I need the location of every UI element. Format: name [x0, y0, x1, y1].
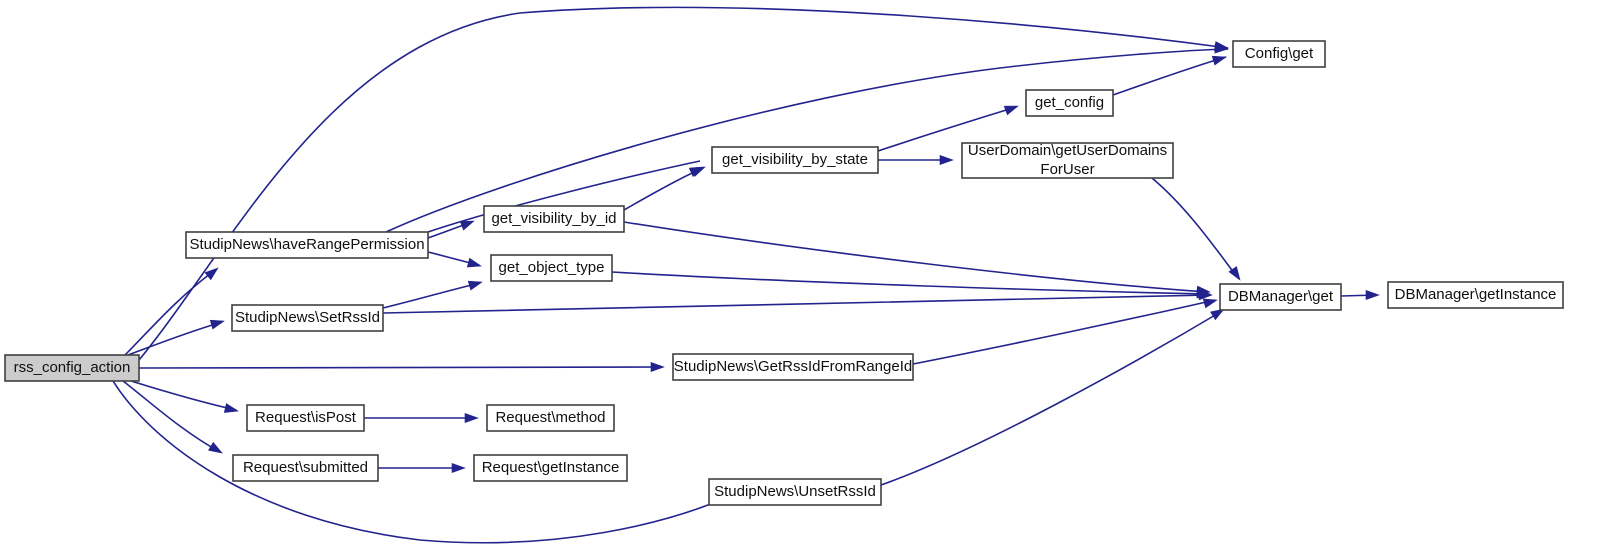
call-edge — [912, 299, 1216, 365]
graph-node-Config_get[interactable]: Config\get — [1232, 40, 1326, 68]
arrowhead-icon — [650, 361, 665, 373]
node-label: Request\method — [495, 409, 605, 426]
arrowhead-icon — [223, 403, 239, 413]
node-box[interactable] — [1387, 281, 1564, 309]
call-edge — [880, 310, 1223, 486]
arrowhead-icon — [1210, 308, 1225, 321]
call-edge — [1112, 56, 1227, 96]
node-layer: rss_config_action StudipNews\haveRangePer… — [4, 40, 1564, 506]
node-box[interactable] — [1232, 40, 1326, 68]
arrowhead-icon — [204, 267, 219, 281]
node-box[interactable] — [961, 142, 1174, 179]
call-edge — [130, 380, 237, 411]
call-edge — [1151, 177, 1239, 279]
call-edge — [877, 106, 1017, 152]
call-edge — [385, 48, 1229, 233]
arrowhead-icon — [467, 280, 483, 291]
node-label: get_visibility_by_id — [491, 210, 616, 227]
graph-node-SetRssId[interactable]: StudipNews\SetRssId — [231, 304, 384, 332]
call-edge — [382, 294, 1211, 314]
call-edge — [138, 366, 663, 369]
graph-node-haveRangePermission[interactable]: StudipNews\haveRangePermission — [185, 231, 429, 259]
node-label: StudipNews\GetRssIdFromRangeId — [674, 358, 912, 375]
node-label: Config\get — [1245, 45, 1314, 62]
node-label: get_config — [1035, 94, 1104, 111]
arrowhead-icon — [208, 441, 223, 454]
node-box[interactable] — [483, 205, 625, 233]
arrowhead-icon — [466, 257, 482, 268]
call-edge — [127, 321, 223, 356]
call-edge — [611, 271, 1209, 295]
call-edge — [382, 282, 481, 309]
graph-node-get_object_type[interactable]: get_object_type — [490, 254, 613, 282]
node-box[interactable] — [708, 478, 882, 506]
arrowhead-icon — [1196, 288, 1211, 299]
arrowhead-icon — [1202, 298, 1218, 309]
node-box[interactable] — [185, 231, 429, 259]
arrowhead-icon — [1228, 266, 1241, 281]
node-label: Request\submitted — [243, 459, 368, 476]
call-edge — [138, 6, 1229, 361]
call-edge — [623, 221, 1209, 293]
node-box[interactable] — [1219, 283, 1342, 311]
graph-node-getInstance_request[interactable]: Request\getInstance — [473, 454, 628, 482]
arrowhead-icon — [1365, 289, 1380, 301]
node-box[interactable] — [672, 353, 914, 381]
graph-node-submitted[interactable]: Request\submitted — [232, 454, 379, 482]
node-label: ForUser — [1040, 161, 1094, 178]
node-box[interactable] — [246, 404, 365, 432]
arrowhead-icon — [690, 166, 706, 177]
node-label: DBManager\getInstance — [1395, 286, 1557, 303]
graph-node-get_visibility_by_id[interactable]: get_visibility_by_id — [483, 205, 625, 233]
call-edge — [122, 380, 221, 453]
graph-node-get_config[interactable]: get_config — [1025, 89, 1114, 117]
node-box[interactable] — [473, 454, 628, 482]
node-box[interactable] — [1025, 89, 1114, 117]
arrowhead-icon — [209, 319, 225, 330]
graph-node-get_visibility_by_state[interactable]: get_visibility_by_state — [711, 146, 879, 174]
arrowhead-icon — [464, 412, 479, 424]
node-label: get_visibility_by_state — [722, 151, 868, 168]
graph-node-GetRssIdFromRangeId[interactable]: StudipNews\GetRssIdFromRangeId — [672, 353, 914, 381]
node-label: StudipNews\haveRangePermission — [189, 236, 424, 253]
node-box[interactable] — [711, 146, 879, 174]
call-edge — [124, 269, 216, 356]
arrowhead-layer — [204, 41, 1380, 506]
graph-node-UnsetRssId[interactable]: StudipNews\UnsetRssId — [708, 478, 882, 506]
arrowhead-icon — [939, 154, 954, 166]
node-label: Request\isPost — [255, 409, 357, 426]
call-edge — [112, 380, 729, 544]
graph-node-DBManager_getInstance[interactable]: DBManager\getInstance — [1387, 281, 1564, 309]
node-box[interactable] — [232, 454, 379, 482]
node-box[interactable] — [486, 404, 615, 432]
node-label: get_object_type — [499, 259, 605, 276]
node-box[interactable] — [490, 254, 613, 282]
arrowhead-icon — [451, 462, 466, 474]
arrowhead-icon — [1211, 55, 1227, 66]
node-label: Request\getInstance — [482, 459, 620, 476]
node-label: DBManager\get — [1228, 288, 1334, 305]
arrowhead-icon — [1214, 43, 1229, 54]
arrowhead-icon — [459, 220, 475, 231]
graph-node-method[interactable]: Request\method — [486, 404, 615, 432]
graph-node-DBManager_get[interactable]: DBManager\get — [1219, 283, 1342, 311]
node-box[interactable] — [231, 304, 384, 332]
node-label: UserDomain\getUserDomains — [968, 142, 1167, 159]
call-edge — [623, 167, 704, 211]
node-label: StudipNews\UnsetRssId — [714, 483, 876, 500]
node-label: rss_config_action — [14, 359, 131, 376]
node-label: StudipNews\SetRssId — [235, 309, 380, 326]
call-edge — [427, 160, 701, 233]
graph-node-isPost[interactable]: Request\isPost — [246, 404, 365, 432]
arrowhead-icon — [1003, 105, 1019, 116]
graph-node-rss_config_action[interactable]: rss_config_action — [4, 354, 140, 382]
node-box[interactable] — [4, 354, 140, 382]
